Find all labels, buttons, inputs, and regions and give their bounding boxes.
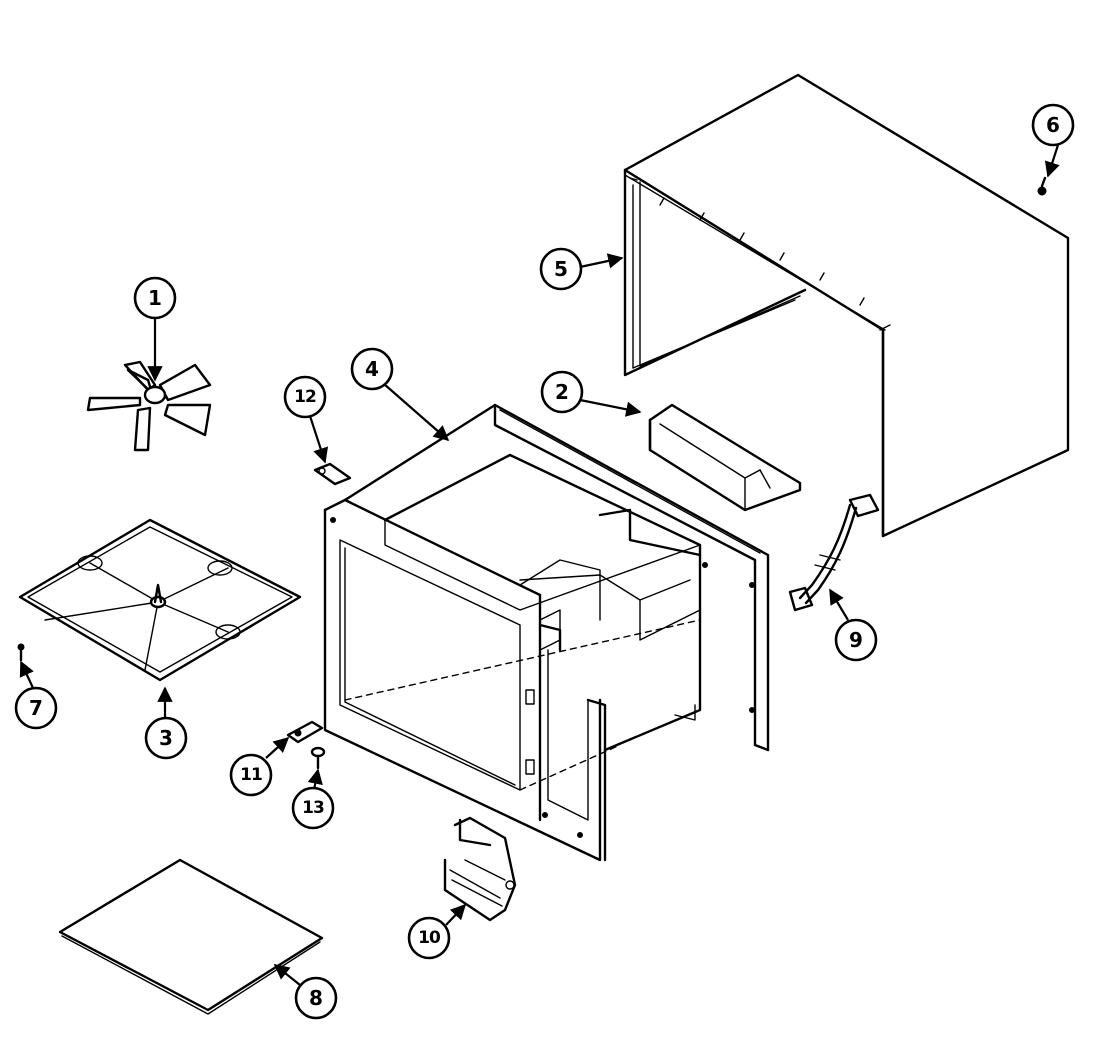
callout-11-label: 11: [240, 765, 262, 785]
callout-6: 6: [1031, 103, 1075, 147]
power-cord-part: [788, 493, 880, 612]
callout-1-label: 1: [148, 286, 162, 310]
callout-9-label: 9: [849, 628, 863, 652]
callout-12-label: 12: [294, 387, 316, 407]
callout-2: 2: [540, 370, 584, 414]
clip-part: [286, 720, 324, 744]
callout-3-label: 3: [159, 726, 173, 750]
outer-cabinet-part: [623, 73, 1070, 538]
callout-3: 3: [144, 716, 188, 760]
screw-part: [1037, 176, 1047, 196]
callout-10-label: 10: [418, 928, 441, 948]
callout-13: 13: [291, 786, 335, 830]
screw-part-7: [17, 643, 25, 662]
callout-7: 7: [14, 686, 58, 730]
callout-7-label: 7: [29, 696, 43, 720]
callout-9: 9: [834, 618, 878, 662]
callout-4: 4: [350, 347, 394, 391]
callout-8: 8: [294, 976, 338, 1020]
callout-10: 10: [407, 916, 451, 960]
fan-guard-part: [18, 518, 302, 682]
screw-part-13: [310, 746, 326, 770]
callout-2-label: 2: [555, 380, 569, 404]
callout-11: 11: [229, 753, 273, 797]
callout-5-label: 5: [554, 257, 568, 281]
callout-6-label: 6: [1046, 113, 1060, 137]
waveguide-cover-part: [648, 403, 802, 512]
leader-lines: [19, 144, 1060, 986]
callout-12: 12: [283, 375, 327, 419]
oven-cavity-part: [323, 403, 770, 862]
callout-5: 5: [539, 247, 583, 291]
callout-4-label: 4: [365, 357, 379, 381]
callout-1: 1: [133, 276, 177, 320]
bottom-plate-part: [58, 858, 324, 1015]
bracket-part: [313, 462, 352, 486]
latch-assembly-part: [443, 816, 517, 922]
fan-blade-part: [86, 360, 212, 452]
callout-13-label: 13: [302, 798, 324, 818]
callout-8-label: 8: [309, 986, 323, 1010]
